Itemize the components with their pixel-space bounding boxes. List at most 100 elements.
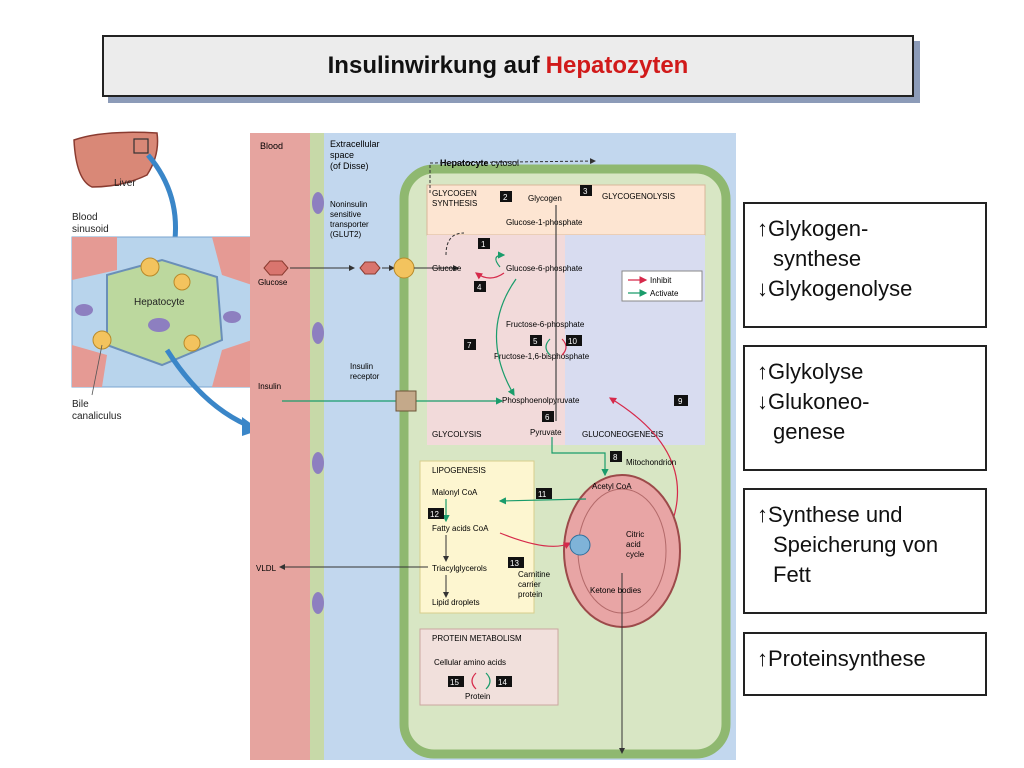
liver-label: Liver bbox=[114, 178, 136, 189]
sinusoid-label-1: Blood bbox=[72, 212, 98, 223]
zoom-arrow-top bbox=[146, 153, 179, 248]
step-4: 4 bbox=[477, 283, 482, 292]
step-badges: 1 2 3 4 5 6 7 8 9 10 11 12 13 14 15 bbox=[428, 185, 688, 687]
metabolite-pyruvate: Pyruvate bbox=[530, 428, 562, 437]
metabolite-glycogen: Glycogen bbox=[528, 194, 562, 203]
glut2-transporter bbox=[393, 257, 415, 279]
glucose-blood-hexagon bbox=[263, 260, 289, 276]
transporter-label-4: (GLUT2) bbox=[330, 230, 361, 239]
hepatocyte-label: Hepatocyte bbox=[134, 297, 185, 308]
liver-overview-figure: Liver Blood sinusoid Hepatocyte Bile can… bbox=[71, 131, 260, 436]
summary-glycolysis: ↑Glykolyse ↓Glukoneo- genese bbox=[743, 345, 987, 471]
step-14: 14 bbox=[498, 678, 507, 687]
metabolite-ketone-bodies: Ketone bodies bbox=[590, 586, 641, 595]
glycogen-synthesis-label-2: SYNTHESIS bbox=[432, 199, 477, 208]
carnitine-label-2: carrier bbox=[518, 580, 541, 589]
citric-cycle-label-1: Citric bbox=[626, 530, 644, 539]
metabolite-malonyl-coa: Malonyl CoA bbox=[432, 488, 478, 497]
region-lipogenesis bbox=[419, 460, 535, 614]
metabolite-glucose-1-phosphate: Glucose-1-phosphate bbox=[506, 218, 583, 227]
metabolite-fructose-6-phosphate: Fructose-6-phosphate bbox=[506, 320, 585, 329]
legend-inhibit: Inhibit bbox=[650, 276, 672, 285]
title-main: Insulinwirkung auf bbox=[327, 52, 540, 79]
mitochondrion-label: Mitochondrion bbox=[626, 458, 676, 467]
slide-title: Insulinwirkung auf Hepatozyten bbox=[102, 35, 914, 97]
vldl-label: VLDL bbox=[256, 564, 277, 573]
cytosol-label: Hepatocyte cytosol bbox=[440, 158, 519, 168]
metabolite-triacylglycerols: Triacylglycerols bbox=[432, 564, 487, 573]
sinusoid-label-2: sinusoid bbox=[72, 224, 109, 235]
metabolite-amino-acids: Cellular amino acids bbox=[434, 658, 506, 667]
metabolite-glucose-6-phosphate: Glucose-6-phosphate bbox=[506, 264, 583, 273]
summary-protein: ↑Proteinsynthese bbox=[743, 632, 987, 696]
glycogen-synthesis-label-1: GLYCOGEN bbox=[432, 189, 477, 198]
glucose-blood-label: Glucose bbox=[258, 278, 288, 287]
step-15: 15 bbox=[450, 678, 459, 687]
summary-glycogen-line-3: ↓Glykogenolyse bbox=[757, 276, 913, 301]
glycolysis-label: GLYCOLYSIS bbox=[432, 430, 482, 439]
metabolite-fructose-bisphosphate: Fructose-1,6-bisphosphate bbox=[494, 352, 590, 361]
step-5: 5 bbox=[533, 337, 538, 346]
transporter-label-3: transporter bbox=[330, 220, 369, 229]
blood-label: Blood bbox=[260, 141, 283, 151]
glycogenolysis-label: GLYCOGENOLYSIS bbox=[602, 192, 675, 201]
step-11: 11 bbox=[538, 490, 547, 499]
gluconeogenesis-label: GLUCONEOGENESIS bbox=[582, 430, 663, 439]
step-1: 1 bbox=[481, 240, 486, 249]
citric-cycle-label-2: acid bbox=[626, 540, 641, 549]
bile-label-2: canaliculus bbox=[72, 411, 121, 422]
title-highlight: Hepatozyten bbox=[545, 52, 689, 79]
transporter-label-2: sensitive bbox=[330, 210, 362, 219]
liver-zoom-square bbox=[133, 138, 149, 154]
step-7: 7 bbox=[467, 341, 472, 350]
citric-cycle-label-3: cycle bbox=[626, 550, 645, 559]
extracellular-label-3: (of Disse) bbox=[330, 161, 369, 171]
step-12: 12 bbox=[430, 510, 439, 519]
insulin-receptor-label-2: receptor bbox=[350, 372, 380, 381]
carnitine-label-1: Carnitine bbox=[518, 570, 551, 579]
extracellular-label-1: Extracellular bbox=[330, 139, 380, 149]
insulin-label: Insulin bbox=[258, 382, 281, 391]
metabolite-glucose: Glucose bbox=[432, 264, 462, 273]
summary-glycolysis-line-3: genese bbox=[773, 419, 846, 444]
transporter-label-1: Noninsulin bbox=[330, 200, 367, 209]
summary-glycogen-line-2: synthese bbox=[773, 246, 862, 271]
summary-fat-line-2: Speicherung von bbox=[773, 532, 939, 557]
summary-fat-line-1: ↑Synthese und bbox=[757, 502, 903, 527]
insulin-receptor-label-1: Insulin bbox=[350, 362, 373, 371]
extracellular-label-2: space bbox=[330, 150, 354, 160]
summary-glycogen: ↑Glykogen- synthese ↓Glykogenolyse bbox=[743, 202, 987, 328]
protein-metabolism-label: PROTEIN METABOLISM bbox=[432, 634, 522, 643]
step-9: 9 bbox=[678, 397, 683, 406]
hepatocyte-pathway-diagram: Blood Extracellular space (of Disse) Hep… bbox=[250, 133, 736, 760]
glucose-space-hexagon bbox=[359, 261, 381, 275]
metabolite-phosphoenolpyruvate: Phosphoenolpyruvate bbox=[502, 396, 580, 405]
step-13: 13 bbox=[510, 559, 519, 568]
metabolite-protein: Protein bbox=[465, 692, 490, 701]
insulin-receptor bbox=[395, 390, 417, 412]
summary-glycogen-line-1: ↑Glykogen- bbox=[757, 216, 869, 241]
step-2: 2 bbox=[503, 193, 508, 202]
region-gluconeogenesis bbox=[565, 235, 705, 445]
zoom-arrow-bottom bbox=[164, 348, 249, 428]
summary-protein-line-1: ↑Proteinsynthese bbox=[757, 646, 926, 671]
liver-icon bbox=[73, 131, 159, 188]
carnitine-carrier bbox=[569, 534, 591, 556]
step-8: 8 bbox=[613, 453, 618, 462]
step-6: 6 bbox=[545, 413, 550, 422]
summary-glycolysis-line-1: ↑Glykolyse bbox=[757, 359, 864, 384]
lipogenesis-label: LIPOGENESIS bbox=[432, 466, 486, 475]
metabolite-fatty-acids-coa: Fatty acids CoA bbox=[432, 524, 489, 533]
carnitine-label-3: protein bbox=[518, 590, 542, 599]
region-protein bbox=[419, 628, 559, 706]
legend-activate: Activate bbox=[650, 289, 679, 298]
region-glycogen bbox=[426, 184, 706, 236]
summary-fat: ↑Synthese und Speicherung von Fett bbox=[743, 488, 987, 614]
bile-label-1: Bile bbox=[72, 399, 89, 410]
blood-vessel bbox=[250, 133, 310, 760]
step-3: 3 bbox=[583, 187, 588, 196]
metabolite-acetyl-coa: Acetyl CoA bbox=[592, 482, 632, 491]
summary-fat-line-3: Fett bbox=[773, 562, 811, 587]
metabolite-lipid-droplets: Lipid droplets bbox=[432, 598, 480, 607]
step-10: 10 bbox=[568, 337, 577, 346]
